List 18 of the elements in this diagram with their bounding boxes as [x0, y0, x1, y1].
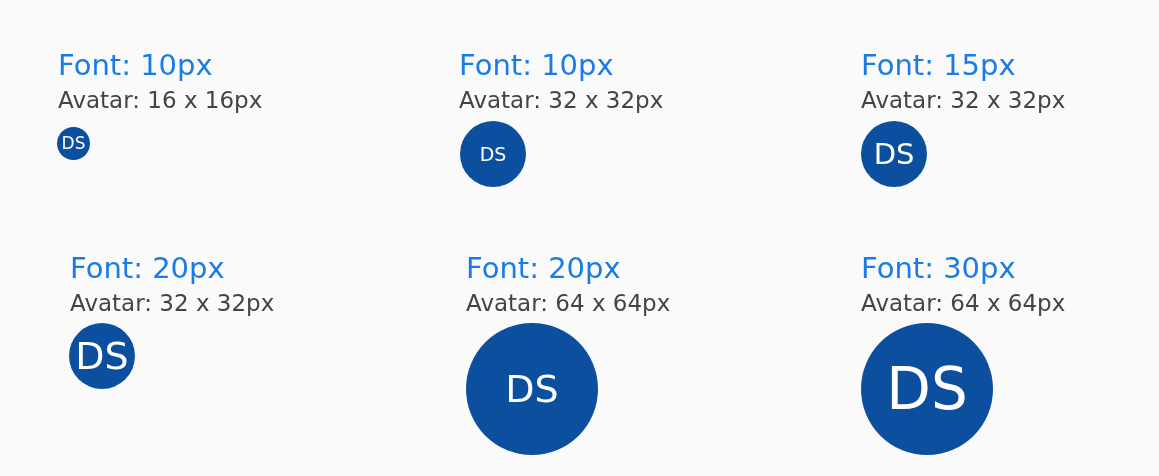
avatar-size-label: Avatar: 64 x 64px: [466, 289, 671, 317]
font-size-label: Font: 15px: [861, 48, 1016, 82]
avatar-circle: DS: [466, 323, 598, 455]
font-size-label: Font: 30px: [861, 251, 1016, 285]
avatar-size-label: Avatar: 16 x 16px: [58, 86, 263, 114]
avatar-circle: DS: [861, 121, 927, 187]
font-size-label: Font: 10px: [459, 48, 614, 82]
font-size-label: Font: 20px: [466, 251, 621, 285]
avatar-circle: DS: [861, 323, 993, 455]
avatar-circle: DS: [57, 127, 90, 160]
avatar-size-label: Avatar: 32 x 32px: [861, 86, 1066, 114]
avatar-size-label: Avatar: 32 x 32px: [70, 289, 275, 317]
avatar-circle: DS: [460, 121, 526, 187]
font-size-label: Font: 10px: [58, 48, 213, 82]
font-size-label: Font: 20px: [70, 251, 225, 285]
avatar-size-label: Avatar: 64 x 64px: [861, 289, 1066, 317]
avatar-size-label: Avatar: 32 x 32px: [459, 86, 664, 114]
avatar-circle: DS: [69, 323, 135, 389]
